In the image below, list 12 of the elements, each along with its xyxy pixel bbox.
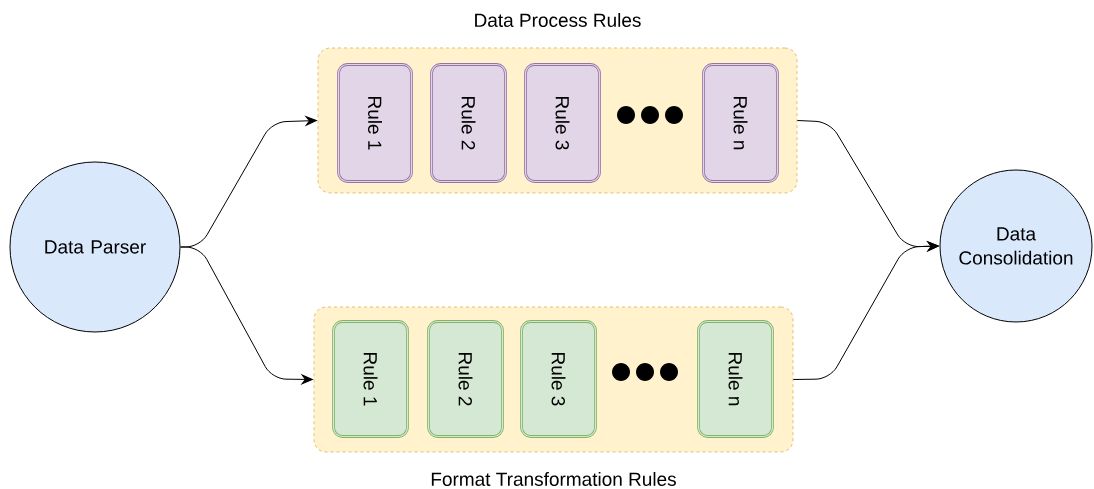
rule-box: Rule 1 — [337, 63, 413, 183]
rule-box: Rule n — [697, 320, 774, 438]
group-heading: Data Process Rules — [475, 13, 641, 27]
rule-box: Rule 2 — [427, 320, 504, 438]
rule-box: Rule 2 — [430, 63, 507, 183]
arrow — [180, 246, 313, 385]
arrow — [792, 241, 939, 380]
rule-box: Rule 1 — [332, 320, 409, 438]
rule-box: Rule n — [702, 63, 779, 183]
group-heading: Format Transformation Rules — [431, 472, 676, 486]
rule-box: Rule 3 — [520, 320, 597, 438]
rule-box: Rule 3 — [524, 63, 601, 183]
